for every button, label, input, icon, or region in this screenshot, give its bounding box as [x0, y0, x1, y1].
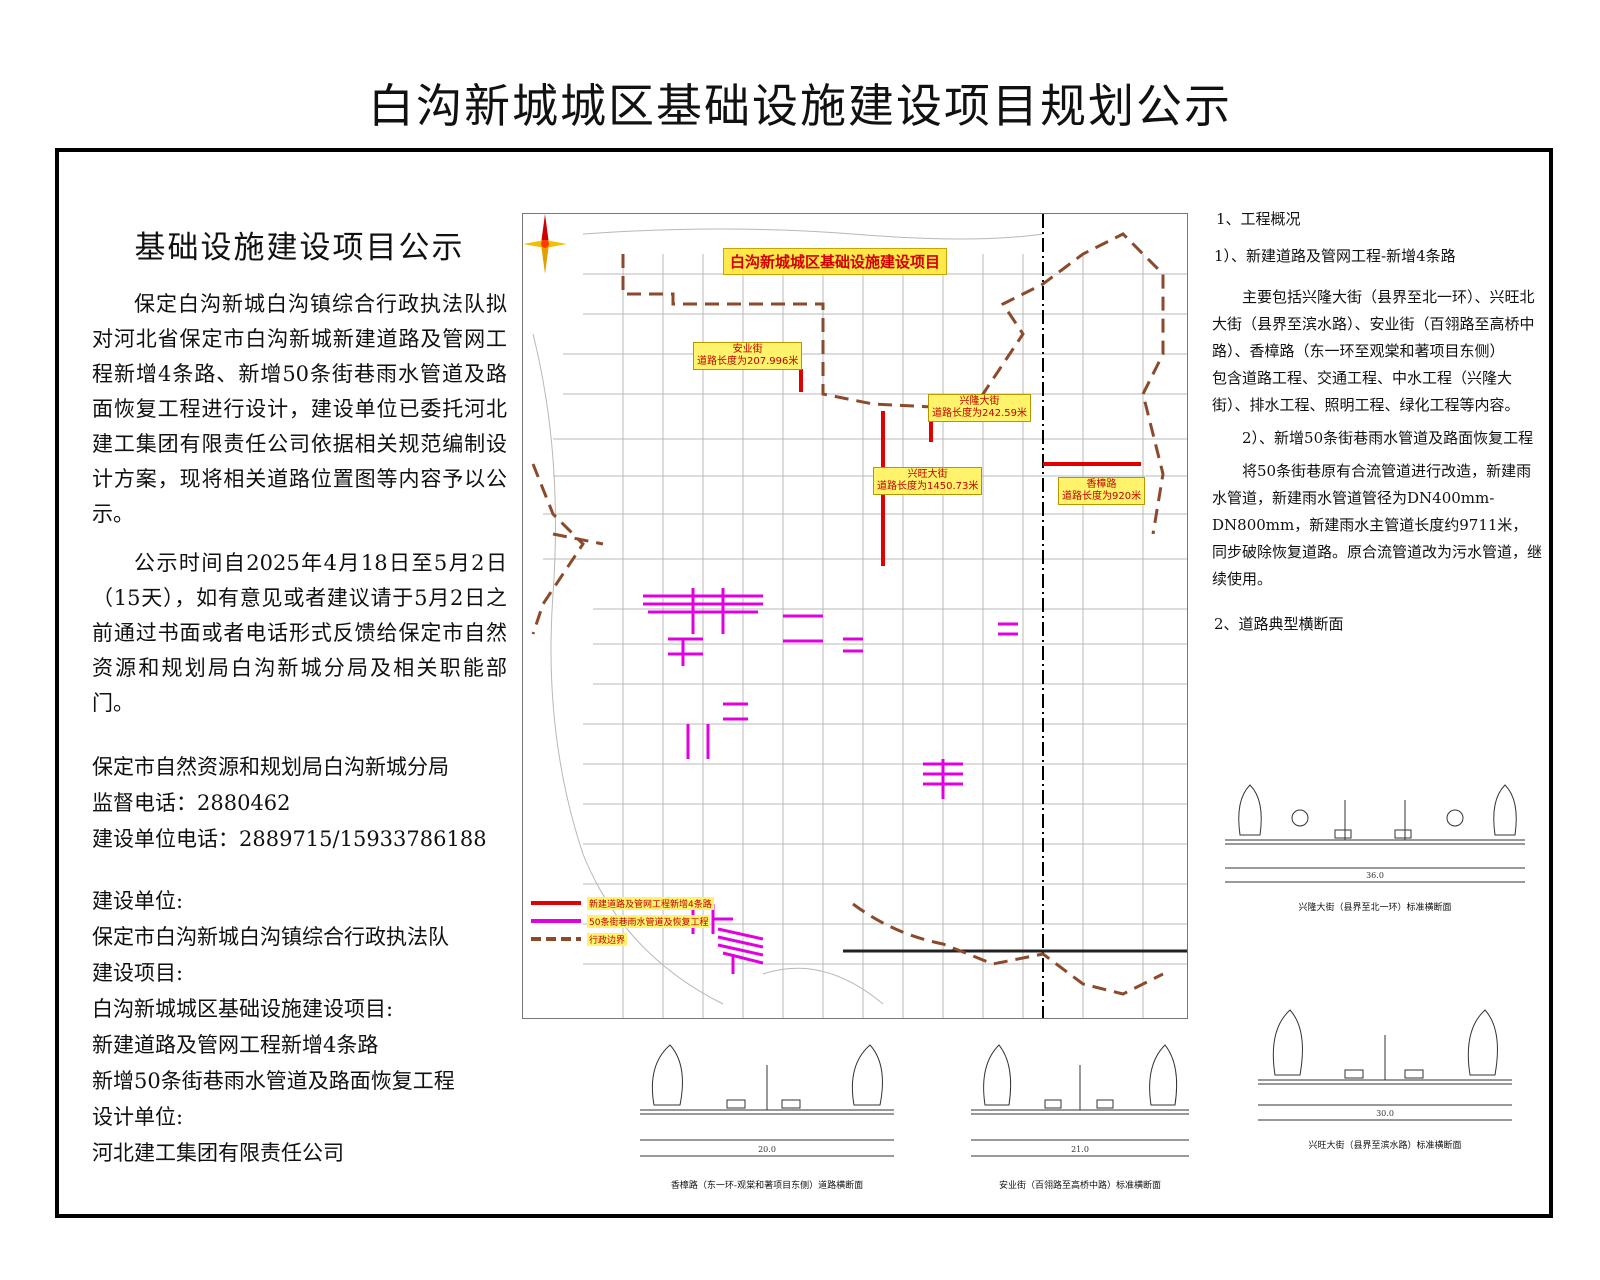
legend-label: 行政边界 — [587, 932, 628, 946]
item2-body: 将50条街巷原有合流管道进行改造，新建雨水管道，新建雨水管道管径为DN400mm… — [1212, 462, 1543, 588]
cross-section-total: 30.0 — [1376, 1109, 1394, 1118]
location-map: 白沟新城城区基础设施建设项目 安业街 道路长度为207.996米 兴隆大街 道路… — [522, 213, 1188, 1019]
cross-section-total: 21.0 — [1071, 1145, 1089, 1154]
cross-section-drawing: 36.0 — [1225, 784, 1525, 883]
cross-section-anye: 21.0 安业街（百翎路至高桥中路）标准横断面 — [965, 1030, 1195, 1200]
designer-label: 设计单位: — [92, 1105, 184, 1129]
item2-heading: 2）、新增50条街巷雨水管道及路面恢复工程 — [1242, 429, 1534, 447]
builder-label: 建设单位: — [92, 889, 184, 913]
legend-row-new-roads: 新建道路及管网工程新增4条路 — [531, 894, 714, 912]
page-title: 白沟新城城区基础设施建设项目规划公示 — [368, 79, 1232, 133]
item1-body: 主要包括兴隆大街（县界至北一环）、兴旺北大街（县界至滨水路）、安业街（百翎路至高… — [1212, 288, 1535, 360]
project-info-block: 建设单位: 保定市白沟新城白沟镇综合行政执法队 建设项目: 白沟新城城区基础设施… — [92, 883, 507, 1171]
org-name: 保定市自然资源和规划局白沟新城分局 — [92, 755, 449, 779]
cross-section-xinglong: 36.0 兴隆大街（县界至北一环）标准横断面 — [1215, 770, 1535, 920]
cross-section-caption: 香樟路（东一环-观棠和著项目东侧）道路横断面 — [670, 1181, 864, 1191]
road-tag-name: 兴旺大街 — [907, 469, 948, 480]
cross-section-caption: 安业街（百翎路至高桥中路）标准横断面 — [998, 1181, 1161, 1191]
cross-section-caption: 兴旺大街（县界至滨水路）标准横断面 — [1308, 1141, 1462, 1151]
road-tag-xinglong: 兴隆大街 道路长度为242.59米 — [928, 394, 1031, 422]
project-item-2: 新增50条街巷雨水管道及路面恢复工程 — [92, 1069, 455, 1093]
item1-heading: 1）、新建道路及管网工程-新增4条路 — [1214, 247, 1456, 265]
notice-frame — [55, 148, 1553, 1218]
notice-paragraph-2: 公示时间自2025年4月18日至5月2日（15天），如有意见或者建议请于5月2日… — [92, 551, 507, 715]
notice-title: 基础设施建设项目公示 — [134, 230, 465, 266]
project-label: 建设项目: — [92, 961, 184, 985]
cross-section-xingwang: 30.0 兴旺大街（县界至滨水路）标准横断面 — [1250, 990, 1520, 1160]
designer-name: 河北建工集团有限责任公司 — [92, 1141, 344, 1165]
road-tag-length: 道路长度为1450.73米 — [877, 481, 979, 492]
road-tag-length: 道路长度为920米 — [1062, 491, 1142, 502]
section-cross-section-heading: 2、道路典型横断面 — [1214, 615, 1344, 633]
north-arrow-icon — [523, 214, 567, 274]
map-grid — [531, 214, 1187, 1018]
legend-label: 50条街巷雨水管道及恢复工程 — [587, 914, 711, 928]
item1-body-2: 包含道路工程、交通工程、中水工程（兴隆大街）、排水工程、照明工程、绿化工程等内容… — [1212, 369, 1520, 414]
legend-swatch — [531, 937, 581, 941]
road-tag-xingwang: 兴旺大街 道路长度为1450.73米 — [873, 467, 983, 495]
cross-section-drawing: 20.0 — [640, 1044, 894, 1157]
cross-section-drawing: 30.0 — [1258, 1009, 1512, 1121]
cross-section-xiangzhang: 20.0 香樟路（东一环-观棠和著项目东侧）道路横断面 — [632, 1030, 902, 1200]
supervise-phone: 监督电话：2880462 — [92, 791, 291, 815]
legend-row-streets: 50条街巷雨水管道及恢复工程 — [531, 912, 714, 930]
contact-block: 保定市自然资源和规划局白沟新城分局 监督电话：2880462 建设单位电话：28… — [92, 749, 507, 857]
builder-phone: 建设单位电话：2889715/15933786188 — [92, 827, 487, 851]
cross-section-drawing: 21.0 — [971, 1044, 1189, 1157]
road-tag-name: 香樟路 — [1086, 479, 1117, 490]
section-overview-heading: 1、工程概况 — [1216, 210, 1301, 228]
map-banner: 白沟新城城区基础设施建设项目 — [723, 248, 948, 275]
road-tag-xiangzhang: 香樟路 道路长度为920米 — [1058, 477, 1146, 505]
map-legend: 新建道路及管网工程新增4条路 50条街巷雨水管道及恢复工程 行政边界 — [531, 894, 714, 948]
notice-paragraph-1: 保定白沟新城白沟镇综合行政执法队拟对河北省保定市白沟新城新建道路及管网工程新增4… — [92, 292, 507, 526]
road-tag-anye: 安业街 道路长度为207.996米 — [693, 342, 803, 370]
legend-row-boundary: 行政边界 — [531, 930, 714, 948]
project-item-1: 新建道路及管网工程新增4条路 — [92, 1033, 379, 1057]
builder-name: 保定市白沟新城白沟镇综合行政执法队 — [92, 925, 449, 949]
cross-section-total: 36.0 — [1366, 871, 1384, 880]
road-tag-length: 道路长度为242.59米 — [932, 408, 1027, 419]
legend-swatch — [531, 901, 581, 905]
cross-section-caption: 兴隆大街（县界至北一环）标准横断面 — [1298, 903, 1452, 913]
notice-text-column: 基础设施建设项目公示 保定白沟新城白沟镇综合行政执法队拟对河北省保定市白沟新城新… — [92, 222, 507, 1171]
legend-swatch — [531, 919, 581, 923]
project-name: 白沟新城城区基础设施建设项目: — [92, 997, 394, 1021]
road-tag-name: 兴隆大街 — [959, 396, 1000, 407]
road-tag-name: 安业街 — [732, 344, 763, 355]
road-tag-length: 道路长度为207.996米 — [697, 356, 799, 367]
legend-label: 新建道路及管网工程新增4条路 — [587, 896, 714, 910]
cross-section-total: 20.0 — [758, 1145, 776, 1154]
overview-column: 1、工程概况 1）、新建道路及管网工程-新增4条路 主要包括兴隆大街（县界至北一… — [1212, 200, 1542, 652]
